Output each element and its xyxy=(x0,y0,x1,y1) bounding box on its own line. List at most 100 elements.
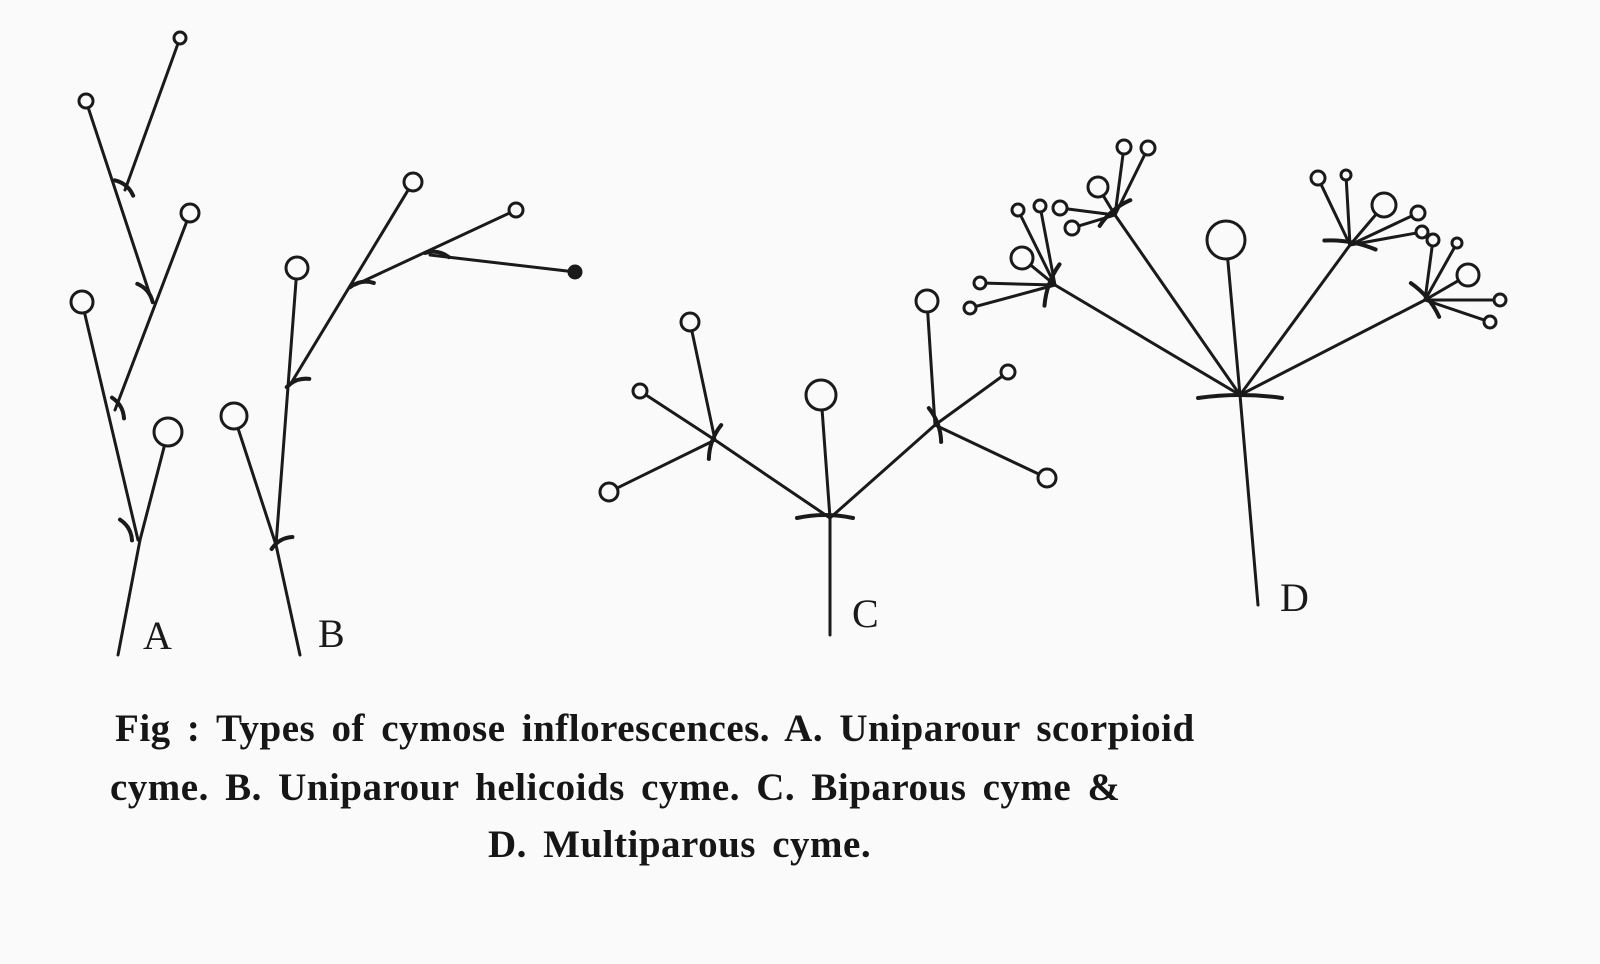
panel-label-b: B xyxy=(318,611,345,656)
axis-line xyxy=(828,423,937,520)
axis-line xyxy=(1238,298,1427,397)
axis-line xyxy=(1113,213,1242,397)
flower xyxy=(598,481,620,503)
pedicel xyxy=(1226,257,1242,397)
flower xyxy=(172,30,188,46)
pedicel xyxy=(974,283,1057,308)
pedicel xyxy=(984,281,1057,287)
pedicel xyxy=(933,423,1041,476)
flower xyxy=(1409,204,1427,222)
flower xyxy=(402,171,424,193)
pedicel xyxy=(86,106,152,297)
flower xyxy=(1063,219,1081,237)
axis-line xyxy=(116,538,142,657)
bract xyxy=(269,535,295,551)
flower xyxy=(69,289,95,315)
flower xyxy=(1036,467,1058,489)
caption-line-3: D. Multiparous cyme. xyxy=(488,823,872,866)
bract xyxy=(795,513,855,520)
panel-label-d: D xyxy=(1280,575,1309,620)
pedicel xyxy=(1348,212,1378,247)
pedicel xyxy=(1423,245,1457,302)
flower xyxy=(1414,224,1430,240)
flower xyxy=(1051,199,1069,217)
flower xyxy=(1339,168,1353,182)
flower xyxy=(1455,262,1481,288)
flower xyxy=(679,311,701,333)
flower xyxy=(1309,169,1327,187)
pedicel xyxy=(615,438,717,490)
flower xyxy=(567,264,583,280)
flower xyxy=(1450,236,1464,250)
bract xyxy=(1408,281,1442,319)
caption-line-1: Fig : Types of cymose inflorescences. A.… xyxy=(115,707,1195,750)
pedicel xyxy=(1019,213,1057,287)
pedicel xyxy=(1423,298,1486,322)
pedicel xyxy=(1423,279,1460,302)
bract xyxy=(112,178,136,198)
panel-label-c: C xyxy=(852,591,879,636)
pedicel xyxy=(690,329,717,442)
pedicel xyxy=(123,42,180,192)
bract xyxy=(118,517,134,543)
bract xyxy=(348,279,376,290)
flower xyxy=(999,363,1017,381)
flower xyxy=(972,275,988,291)
pedicel xyxy=(236,426,278,547)
axis-line xyxy=(274,543,302,657)
pedicel xyxy=(644,393,717,442)
pedicel xyxy=(926,310,937,427)
flower xyxy=(1009,245,1035,271)
bract xyxy=(284,376,312,390)
flower xyxy=(1205,219,1247,261)
pedicel xyxy=(1113,152,1125,217)
axis-line xyxy=(1053,283,1242,397)
flower xyxy=(1032,198,1048,214)
pedicel xyxy=(274,277,298,547)
pedicel xyxy=(820,408,832,520)
flower xyxy=(914,288,940,314)
flower xyxy=(284,255,310,281)
flower xyxy=(219,401,249,431)
pedicel xyxy=(83,311,140,542)
panel-label-a: A xyxy=(143,613,172,658)
flower xyxy=(152,416,184,448)
flower xyxy=(631,382,649,400)
axis-line xyxy=(1238,243,1352,397)
pedicel xyxy=(933,374,1004,427)
bract xyxy=(706,423,724,461)
pedicel xyxy=(1348,214,1414,247)
axis-line xyxy=(1238,393,1260,607)
bract xyxy=(1097,198,1133,228)
flower xyxy=(179,202,201,224)
flower xyxy=(1482,314,1498,330)
bract xyxy=(423,249,451,260)
flower xyxy=(507,201,525,219)
bract xyxy=(926,406,944,444)
pedicel xyxy=(1319,182,1352,247)
pedicel xyxy=(428,253,571,273)
caption-line-2: cyme. B. Uniparour helicoids cyme. C. Bi… xyxy=(110,766,1121,809)
pedicel xyxy=(1344,178,1352,247)
bract xyxy=(1196,393,1284,400)
flower xyxy=(1370,191,1398,219)
flower xyxy=(1010,202,1026,218)
flower xyxy=(804,378,838,412)
bract xyxy=(110,395,126,421)
flower xyxy=(1492,292,1508,308)
flower xyxy=(962,300,978,316)
pedicel xyxy=(1423,244,1434,302)
pedicel xyxy=(113,219,189,412)
pedicel xyxy=(353,211,512,287)
flower xyxy=(1086,175,1110,199)
bract xyxy=(1042,262,1062,308)
axis-line xyxy=(713,438,832,520)
bract xyxy=(1322,238,1378,252)
bract xyxy=(135,281,155,305)
flower xyxy=(77,92,95,110)
pedicel xyxy=(138,444,166,542)
flower xyxy=(1425,232,1441,248)
flower xyxy=(1139,139,1157,157)
